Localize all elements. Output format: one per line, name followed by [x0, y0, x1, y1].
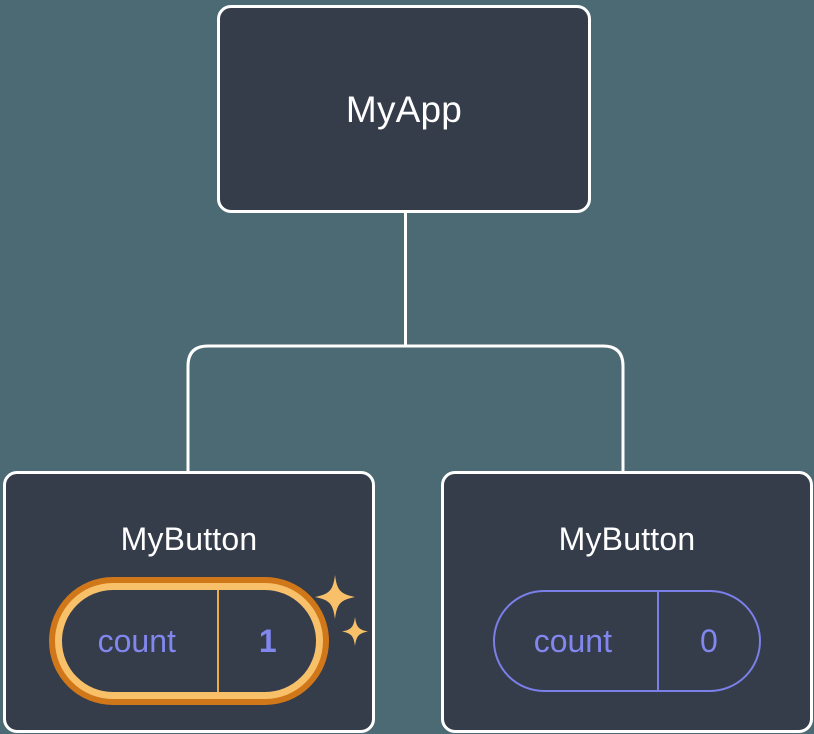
state-pill-left-body: count 1: [62, 590, 316, 692]
node-mybutton-right[interactable]: MyButton count 0: [441, 471, 813, 733]
edge-branch-bar: [186, 344, 625, 471]
state-pill-right[interactable]: count 0: [493, 590, 761, 692]
node-myapp-title: MyApp: [345, 88, 463, 130]
state-pill-right-wrap: count 0: [493, 590, 761, 692]
node-mybutton-left-title: MyButton: [120, 521, 258, 557]
state-key-right: count: [495, 592, 659, 690]
state-key-left: count: [62, 590, 220, 692]
sparkle-small-icon: [342, 617, 368, 646]
node-mybutton-left[interactable]: MyButton count 1: [3, 471, 375, 733]
state-pill-left-ring: count 1: [55, 583, 323, 699]
state-pill-left-wrap: count 1: [49, 575, 368, 705]
state-pill-left[interactable]: count 1: [49, 577, 329, 705]
state-value-right: 0: [699, 622, 718, 659]
state-value-left: 1: [258, 622, 277, 659]
node-mybutton-right-title: MyButton: [558, 521, 696, 557]
node-myapp[interactable]: MyApp: [217, 5, 591, 213]
